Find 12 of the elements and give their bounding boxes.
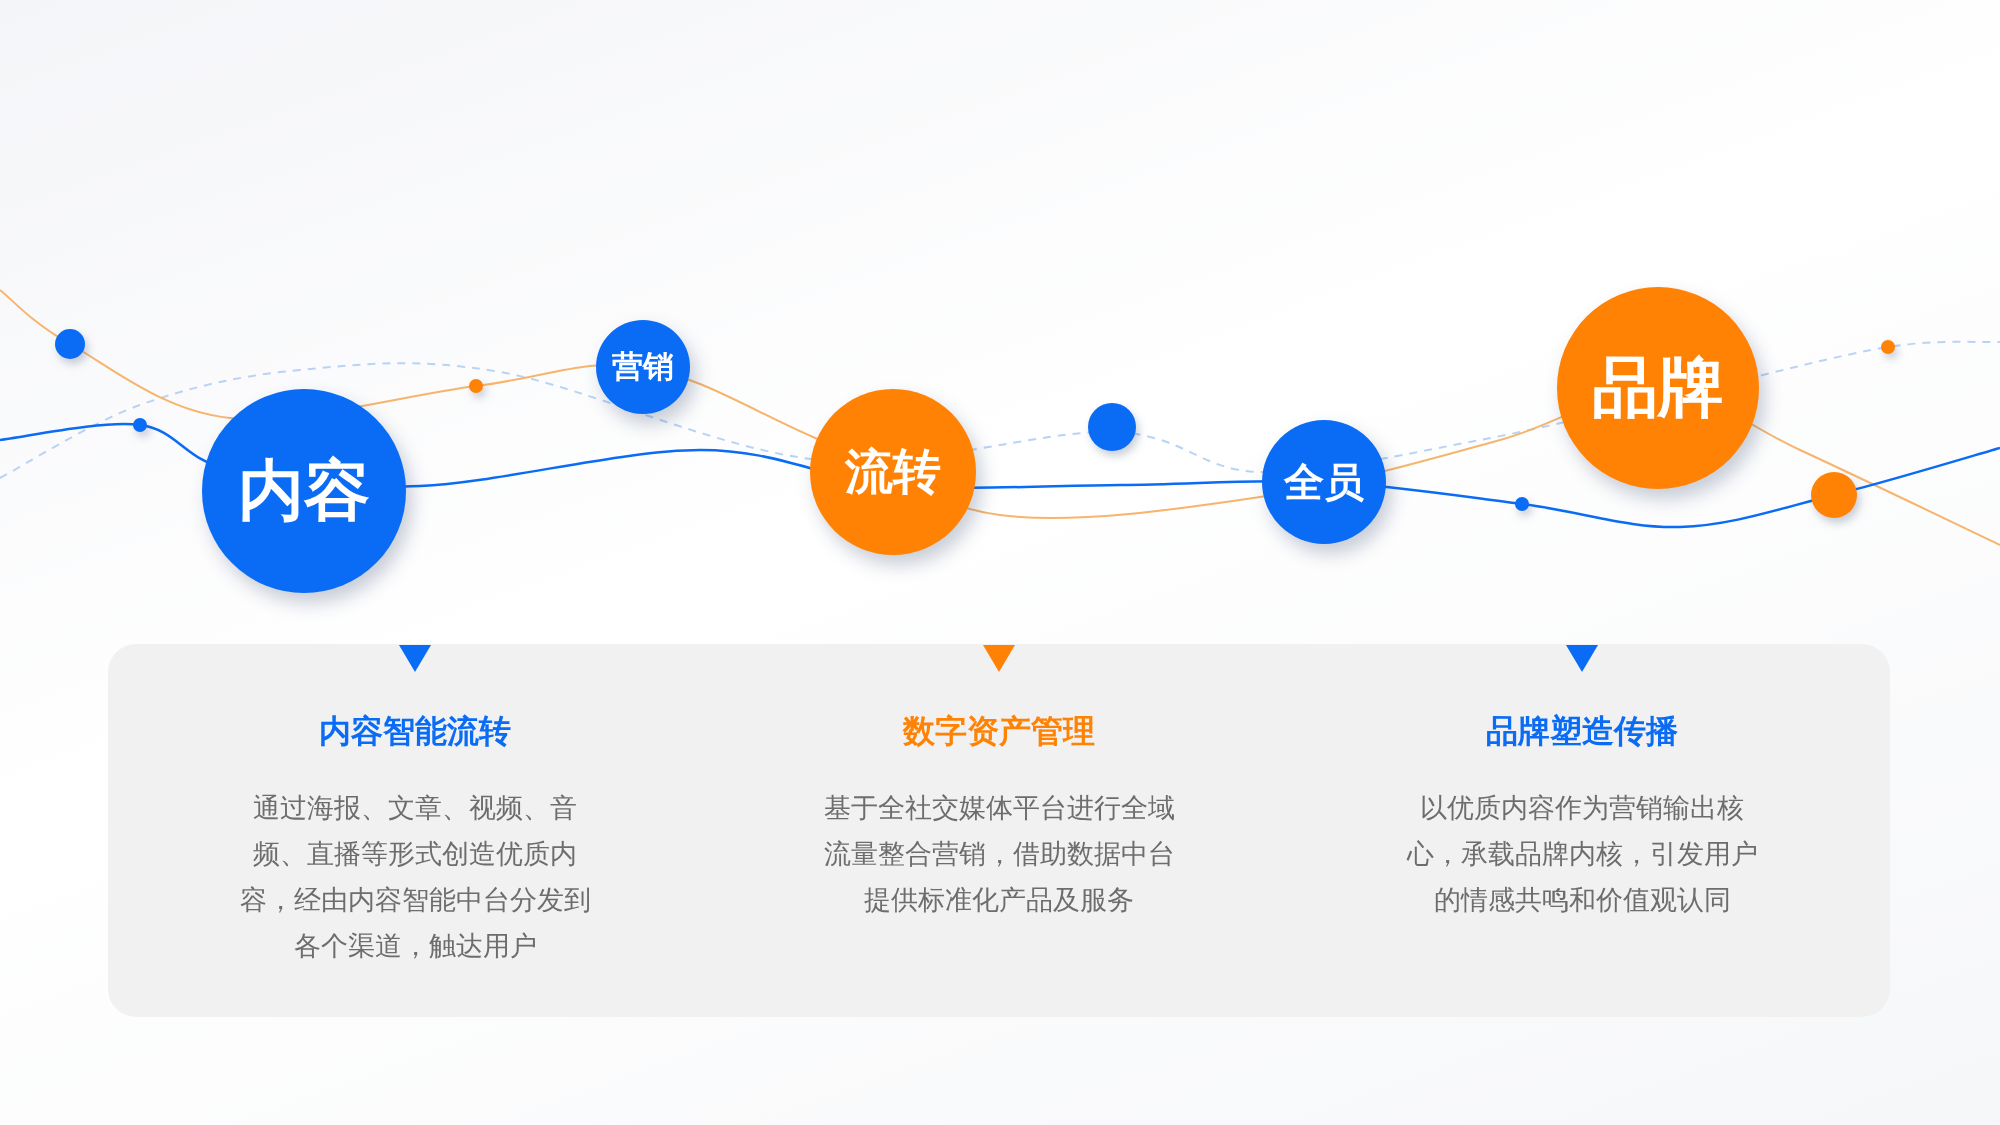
node-label: 营销 — [612, 347, 674, 386]
node-label: 流转 — [845, 442, 941, 501]
circle-node — [596, 320, 690, 414]
column-description: 通过海报、文章、视频、音频、直播等形式创造优质内容，经由内容智能中台分发到各个渠道，触达用户 — [238, 791, 592, 963]
column-heading: 内容智能流转 — [318, 711, 512, 752]
column-description: 以优质内容作为营销输出核心，承载品牌内核，引发用户的情感共鸣和价值观认同 — [1405, 791, 1759, 917]
column-heading: 品牌塑造传播 — [1485, 711, 1679, 752]
column-heading: 数字资产管理 — [901, 711, 1096, 752]
node-label: 品牌 — [1592, 348, 1724, 428]
node-label: 全员 — [1284, 457, 1364, 507]
node-label: 内容 — [238, 451, 370, 531]
column-description: 基于全社交媒体平台进行全域流量整合营销，借助数据中台提供标准化产品及服务 — [822, 791, 1176, 917]
